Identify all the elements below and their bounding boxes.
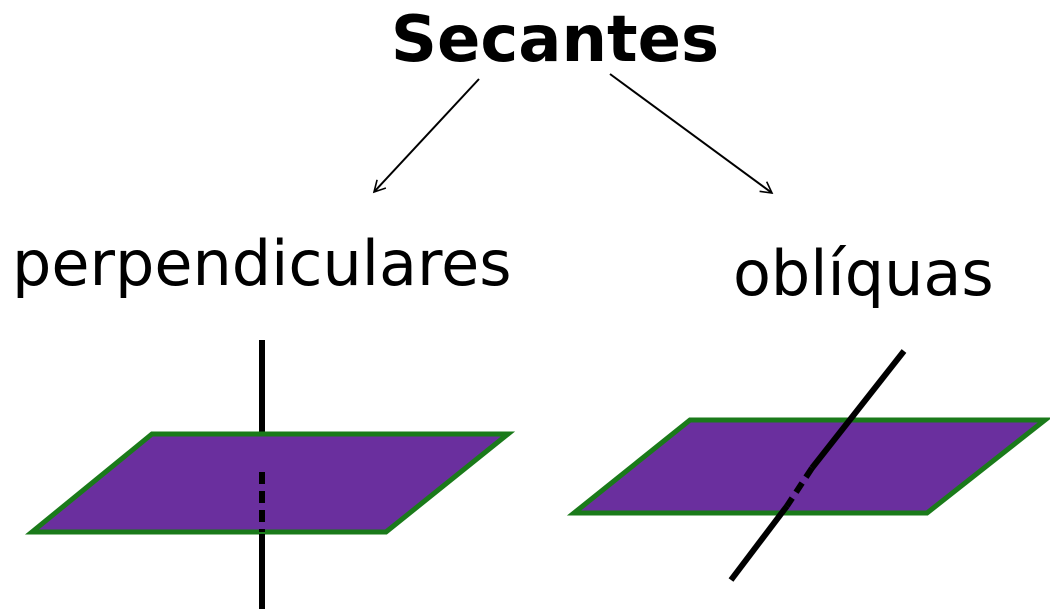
- oblique-line-bottom: [728, 504, 790, 582]
- oblique-line-top: [809, 349, 907, 470]
- oblique-figure: [566, 349, 1050, 582]
- arrow-to-obliquas: [609, 73, 774, 194]
- arrow-to-perpendiculares: [372, 78, 480, 194]
- plane-left: [24, 431, 516, 535]
- label-perpendiculares: perpendiculares: [12, 227, 512, 300]
- diagram-title: Secantes: [390, 3, 720, 77]
- perpendicular-figure: [24, 340, 516, 609]
- label-obliquas: oblíquas: [733, 237, 994, 310]
- oblique-line-hidden: [784, 466, 815, 508]
